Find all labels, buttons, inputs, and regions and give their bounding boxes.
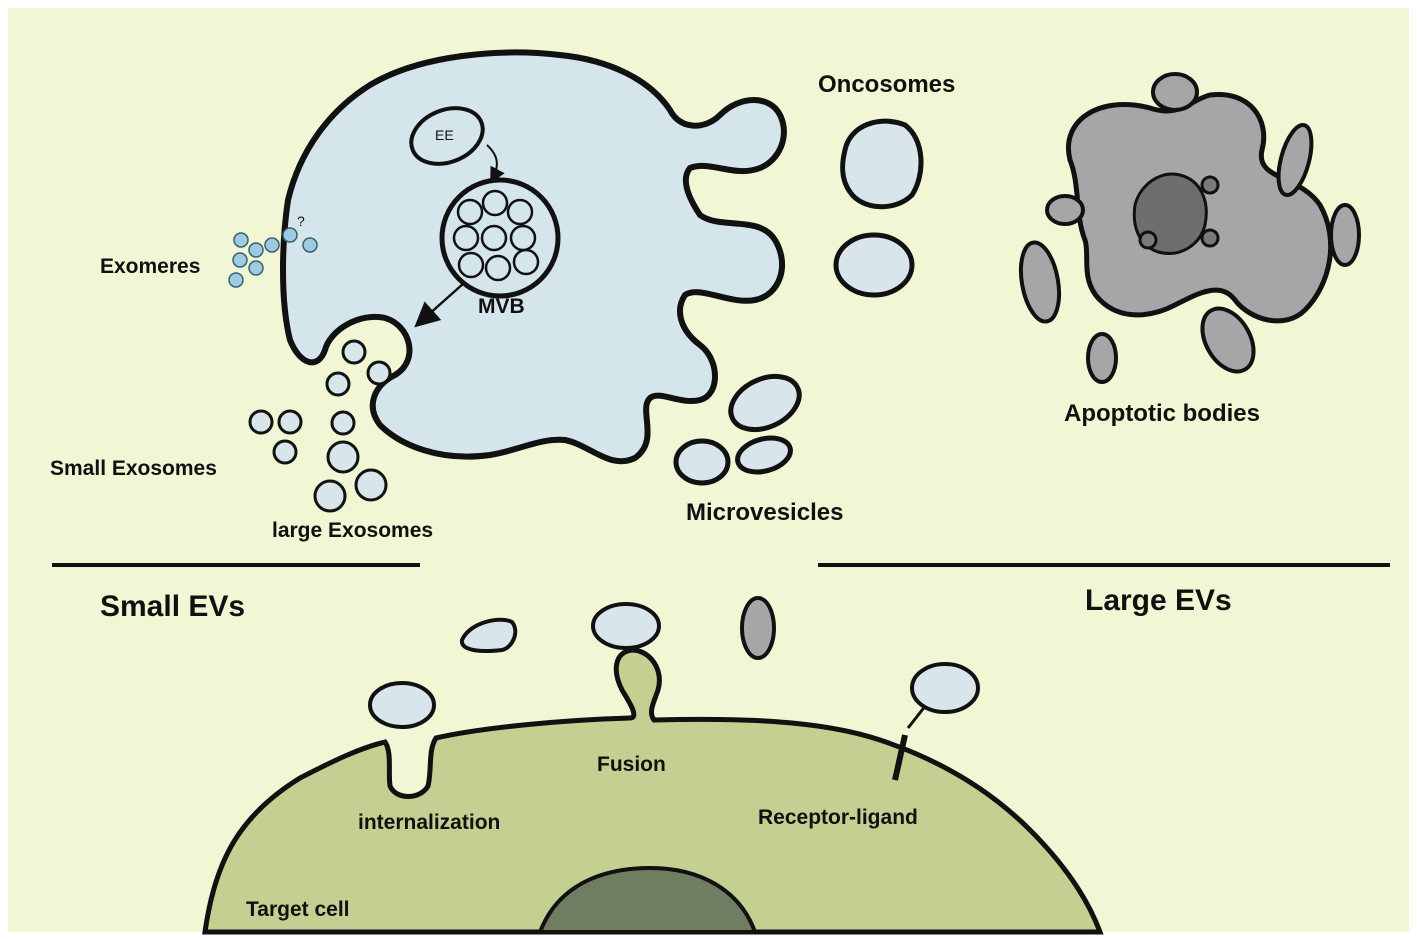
exosome (325, 371, 351, 397)
intraluminal-vesicle (512, 248, 540, 276)
exosome (330, 410, 356, 436)
exosome (313, 479, 347, 513)
oncosomes-label: Oncosomes (818, 71, 955, 98)
chromatin-fragment (1200, 228, 1220, 248)
ee-label: EE (435, 127, 454, 143)
floating-vesicle (460, 617, 518, 653)
intraluminal-vesicle (481, 189, 509, 217)
curved-arrow-icon (486, 144, 505, 184)
apoptotic-vesicle (740, 596, 776, 660)
receptor-line (892, 734, 908, 781)
large-exosomes-label: large Exosomes (272, 519, 433, 542)
chromatin-fragment (1138, 230, 1158, 250)
mvb-label: MVB (478, 295, 525, 318)
large-evs-label: Large EVs (1085, 584, 1232, 617)
intraluminal-vesicle (452, 224, 480, 252)
chromatin-fragment (1200, 175, 1220, 195)
microvesicle (673, 438, 731, 486)
apoptotic-bodies (1018, 72, 1361, 384)
fusion-label: Fusion (597, 753, 666, 776)
oncosome (840, 118, 924, 210)
microvesicles-label: Microvesicles (686, 499, 843, 526)
intraluminal-vesicle (484, 254, 512, 282)
microvesicle (728, 373, 802, 433)
apoptotic-body (1276, 123, 1314, 197)
intraluminal-vesicle (509, 224, 537, 252)
exosome (326, 440, 360, 474)
internalizing-vesicle (368, 681, 436, 729)
target-cell-label: Target cell (246, 898, 349, 921)
exosomes (248, 339, 392, 513)
exomere (248, 260, 264, 276)
exosome (272, 439, 298, 465)
small-exosomes-label: Small Exosomes (50, 457, 217, 480)
multivesicular-body (439, 177, 561, 299)
exosome (341, 339, 367, 365)
exomere (264, 237, 280, 253)
intraluminal-vesicle (480, 224, 508, 252)
exosome (277, 409, 303, 435)
apoptotic-body (1200, 306, 1256, 374)
exosome (366, 360, 392, 386)
target-cell-nucleus (537, 865, 758, 934)
exomeres-label: Exomeres (100, 255, 200, 278)
receptor-vesicle (910, 662, 980, 714)
apoptotic-body (1151, 72, 1199, 112)
exomeres (228, 227, 318, 288)
arrow-icon (414, 282, 465, 328)
apoptotic-body (1329, 203, 1361, 267)
question-mark: ? (297, 213, 305, 229)
receptor-ligand-label: Receptor-ligand (758, 806, 918, 829)
intraluminal-vesicle (506, 198, 534, 226)
exomere (302, 237, 318, 253)
exomere (233, 232, 249, 248)
exomere (282, 227, 298, 243)
exomere (228, 272, 244, 288)
exomere (248, 242, 264, 258)
intraluminal-vesicle (456, 198, 484, 226)
microvesicle (735, 435, 793, 475)
oncosome (833, 232, 915, 298)
exosome (248, 409, 274, 435)
early-endosome (409, 106, 485, 166)
apoptotic-body (1045, 194, 1085, 226)
exomere (232, 252, 248, 268)
apoptotic-cell (1066, 91, 1334, 324)
internalization-label: internalization (358, 811, 500, 834)
apoptotic-bodies-label: Apoptotic bodies (1064, 400, 1260, 427)
exosome (354, 468, 388, 502)
intraluminal-vesicle (457, 251, 485, 279)
small-evs-label: Small EVs (100, 590, 245, 623)
apoptotic-body (1086, 332, 1118, 384)
target-cell-body (202, 647, 1104, 935)
target-cell (202, 647, 1104, 935)
fusing-vesicle (591, 602, 661, 650)
apoptotic-body (1018, 240, 1062, 324)
